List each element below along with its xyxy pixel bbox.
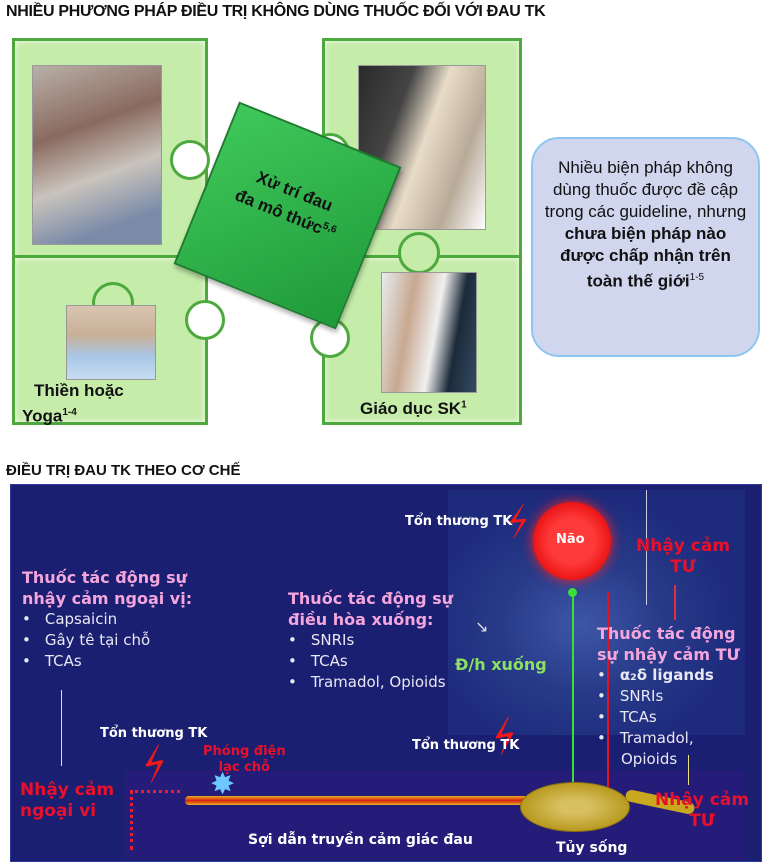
multimodal-ref: 5,6 [321,220,339,236]
peripheral-heading1: Thuốc tác động sự [22,568,188,587]
descending-label: Đ/h xuống [455,655,547,674]
puzzle-hole [170,140,210,180]
down-arrow-icon [61,690,62,766]
list-item: •TCAs [22,652,82,670]
list-item: •Capsaicin [22,610,118,628]
divider-line [646,490,647,605]
list-item: •α₂δ ligands [597,666,714,684]
list-item: •SNRIs [597,687,664,705]
item-text: Opioids [621,750,678,768]
list-item: •SNRIs [288,631,355,649]
puzzle-knob [398,232,440,274]
nerve-endings-icon [130,790,180,850]
section2-title: ĐIỀU TRỊ ĐAU TK THEO CƠ CHẾ [6,462,241,479]
nerve-injury-label-peripheral: Tổn thương TK [100,726,208,741]
descending-drugs: Thuốc tác động sự điều hòa xuống: •SNRIs… [288,588,453,693]
pathway-dot [568,588,577,597]
ectopic-line2: lạc chỗ [218,760,270,775]
list-item: •TCAs [597,708,657,726]
list-item: •Gây tê tại chỗ [22,631,151,649]
item-text: SNRIs [619,687,664,705]
spinal-cord-icon [520,782,630,832]
ectopic-discharge-label: Phóng điện lạc chỗ [203,744,286,776]
item-text: Gây tê tại chỗ [44,631,151,649]
central-sens-line1: Nhậy cảm [636,536,731,556]
central-sensitization-bottom: Nhậy cảm TƯ [655,790,749,832]
spinal-cord-label: Tủy sống [556,840,628,856]
central-heading1: Thuốc tác động [597,624,736,643]
education-text: Giáo dục SK [360,399,462,418]
ectopic-line1: Phóng điện [203,744,286,759]
education-label: Giáo dục SK1 [360,399,467,419]
item-text: SNRIs [310,631,355,649]
info-text: Nhiều biện pháp không dùng thuốc được đề… [544,158,747,221]
central-sens-line1: Nhậy cảm [655,790,750,810]
ectopic-discharge-icon: ✸ [210,767,236,802]
list-item: •Tramadol, Opioids [288,673,446,691]
peripheral-drugs: Thuốc tác động sự nhậy cảm ngoại vị: •Ca… [22,567,192,672]
yoga-line2: Yoga [22,406,63,426]
central-sens-line2: TƯ [670,557,696,577]
meditation-photo [66,305,156,380]
item-text: α₂δ ligands [619,666,714,684]
fiber-label: Sợi dẫn truyền cảm giác đau [248,832,473,848]
physiotherapy-photo [32,65,162,245]
item-text: Tramadol, [619,729,694,747]
up-arrow-icon [674,585,676,620]
info-bold-text: chưa biện pháp nào được chấp nhận trên t… [560,224,731,291]
item-text: Tramadol, Opioids [310,673,446,691]
puzzle-hole [185,300,225,340]
descending-heading2: điều hòa xuống: [288,610,434,629]
brain-icon [533,502,611,580]
yoga-label: Thiền hoặc Yoga1-4 [22,380,124,428]
item-text: Capsaicin [44,610,118,628]
central-drugs: Thuốc tác động sự nhậy cảm TƯ •α₂δ ligan… [597,623,740,770]
central-heading2: sự nhậy cảm TƯ [597,645,740,664]
descending-heading1: Thuốc tác động sự [288,589,454,608]
peripheral-sens-line2: ngoại vi [20,801,97,821]
descending-pathway-line [572,592,574,792]
item-text: TCAs [619,708,657,726]
item-text: TCAs [310,652,348,670]
peripheral-sens-line1: Nhậy cảm [20,780,115,800]
yoga-ref: 1-4 [62,407,77,418]
peripheral-sensitization: Nhậy cảm ngoại vi [20,780,114,822]
ascending-pathway-line [607,592,609,792]
doctor-consultation-photo [381,272,477,393]
item-text: TCAs [44,652,82,670]
list-item: •Tramadol, [597,729,694,747]
nerve-injury-label-brain: Tổn thương TK [405,514,513,529]
yoga-line1: Thiền hoặc [34,381,124,400]
diagonal-arrow-icon: ↘ [475,617,489,636]
central-sens-line2: TƯ [689,811,715,831]
section1-title: NHIỀU PHƯƠNG PHÁP ĐIỀU TRỊ KHÔNG DÙNG TH… [6,3,546,20]
brain-label: Não [556,532,585,547]
list-item: •TCAs [288,652,348,670]
fiber-band [125,770,745,860]
info-callout: Nhiều biện pháp không dùng thuốc được đề… [531,137,760,357]
central-sensitization-top: Nhậy cảm TƯ [636,536,730,578]
education-ref: 1 [461,399,467,411]
down-arrow-icon [688,755,689,785]
nerve-injury-label-spinal: Tổn thương TK [412,738,520,753]
nerve-fiber [185,796,535,805]
peripheral-heading2: nhậy cảm ngoại vị: [22,589,193,608]
info-ref: 1-5 [689,272,705,283]
